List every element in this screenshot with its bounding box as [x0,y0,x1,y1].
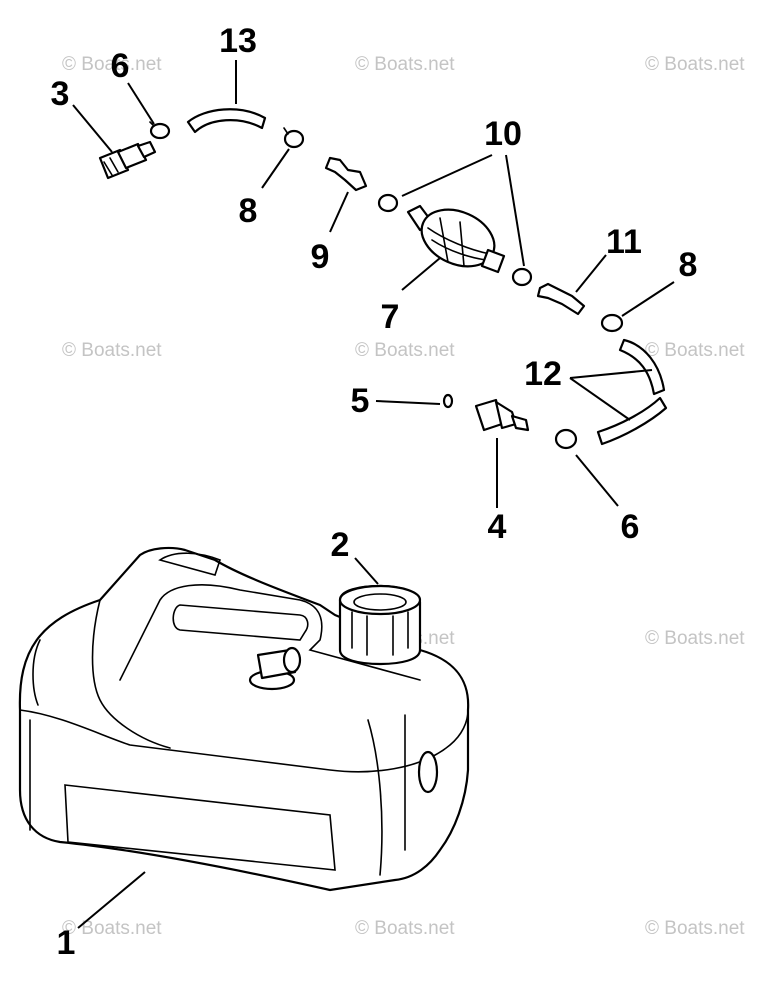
callouts: 3 6 13 8 9 10 7 11 8 12 5 4 6 2 1 [51,22,698,962]
callout-9: 9 [311,238,330,276]
leader-line [505,154,525,267]
callout-1: 1 [57,924,76,962]
watermark: © Boats.net [62,918,162,939]
leader-line [569,377,631,421]
leader-line [575,454,619,507]
leader-line [401,257,441,291]
leader-line [72,104,113,153]
hose-clamp-upper[interactable] [149,121,171,140]
leader-lines [72,60,675,929]
watermark: © Boats.net [645,628,745,649]
leader-line [329,191,349,233]
filler-cap[interactable] [338,584,422,666]
hose-clamp-lower[interactable] [554,428,578,450]
watermark: © Boats.net [645,918,745,939]
watermark: © Boats.net [62,54,162,75]
callout-8-upper: 8 [239,192,258,230]
quick-connector[interactable] [474,398,530,432]
callout-6-lower: 6 [621,508,640,546]
callout-11: 11 [606,223,642,261]
leader-line [575,254,607,293]
callout-4: 4 [488,508,507,546]
leader-line [621,281,675,317]
callout-6-upper: 6 [111,47,130,85]
o-ring[interactable] [442,393,454,409]
callout-5: 5 [351,382,370,420]
watermark: © Boats.net [355,340,455,361]
callout-13: 13 [219,22,257,60]
watermark: © Boats.net [355,54,455,75]
connector-9[interactable] [324,156,368,192]
callout-7: 7 [381,298,400,336]
callout-12: 12 [524,355,562,393]
watermark: © Boats.net [645,340,745,361]
callout-8-right: 8 [679,246,698,284]
callout-3: 3 [51,75,70,113]
hose-clamp-10[interactable] [377,193,533,287]
watermark: © Boats.net [62,340,162,361]
leader-line [569,369,653,379]
hose-clamp-upper-8[interactable] [283,127,305,149]
hose-short[interactable] [186,108,267,134]
callout-10: 10 [484,115,522,153]
connector-11[interactable] [536,282,586,316]
watermark: © Boats.net [645,54,745,75]
primer-bulb[interactable] [406,199,506,277]
leader-line [401,154,493,197]
leader-line [127,82,155,125]
tank-fitting[interactable] [98,140,157,180]
watermark: © Boats.net [355,918,455,939]
leader-line [261,148,290,189]
leader-line [375,400,441,405]
callout-2: 2 [331,526,350,564]
leader-line [77,871,146,929]
leader-line [354,557,379,585]
hose-long[interactable] [596,338,668,446]
hose-clamp-right-8[interactable] [600,313,624,333]
